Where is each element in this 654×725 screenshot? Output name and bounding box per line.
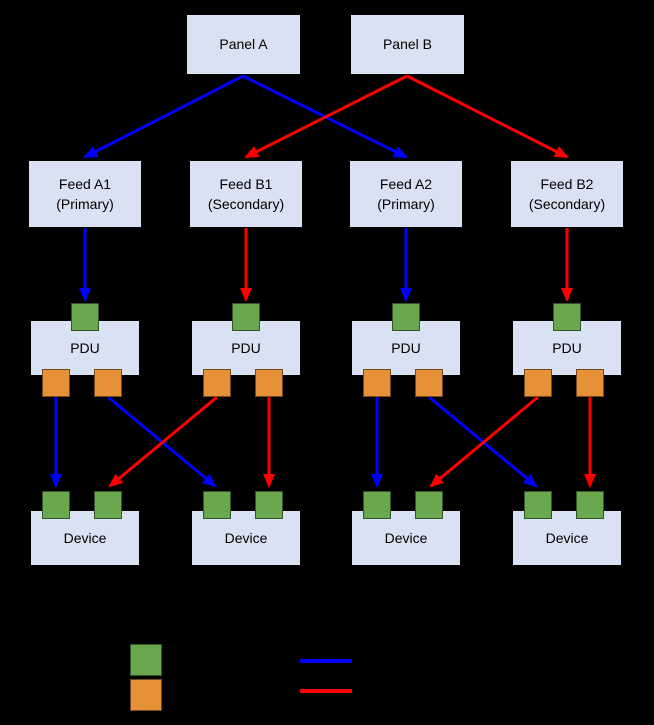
pdu-2-label: PDU	[231, 339, 261, 356]
pdu-3-label: PDU	[391, 339, 421, 356]
feed-b1-name: Feed B1	[219, 175, 273, 192]
pdu-1-input-port	[71, 303, 99, 331]
pdu-1-output-port-left	[42, 369, 70, 397]
pdu-1-output-port-right	[94, 369, 122, 397]
device-1-input-port-left	[42, 491, 70, 519]
device-4-input-port-right	[576, 491, 604, 519]
device-2-input-port-left	[203, 491, 231, 519]
device-2-node: Device	[191, 510, 301, 566]
pdu-4-output-port-right	[576, 369, 604, 397]
device-3-input-port-right	[415, 491, 443, 519]
device-1-input-port-right	[94, 491, 122, 519]
panel-a-label: Panel A	[219, 36, 268, 53]
pdu-2-input-port	[232, 303, 260, 331]
device-1-label: Device	[63, 529, 107, 546]
pdu-2-output-port-left	[203, 369, 231, 397]
feed-b2-node: Feed B2 (Secondary)	[510, 160, 624, 228]
panel-b-node: Panel B	[350, 14, 465, 75]
legend-green-port-swatch	[130, 644, 162, 676]
pdu-4-label: PDU	[552, 339, 582, 356]
device-4-node: Device	[512, 510, 622, 566]
panel-b-label: Panel B	[382, 36, 433, 53]
pdu-3-input-port	[392, 303, 420, 331]
pdu-4-output-port-left	[524, 369, 552, 397]
pdu-3-output-port-right	[415, 369, 443, 397]
wire-panel-b-to-feed-b2	[406, 74, 569, 159]
feed-a2-name: Feed A2	[379, 175, 433, 192]
device-3-input-port-left	[363, 491, 391, 519]
feed-a1-node: Feed A1 (Primary)	[28, 160, 142, 228]
feed-b1-node: Feed B1 (Secondary)	[189, 160, 303, 228]
device-2-label: Device	[224, 529, 268, 546]
pdu-1-label: PDU	[70, 339, 100, 356]
pdu-4-input-port	[553, 303, 581, 331]
feed-b1-qualifier: (Secondary)	[207, 196, 285, 212]
panel-a-node: Panel A	[186, 14, 301, 75]
device-3-node: Device	[351, 510, 461, 566]
pdu-3-output-port-left	[363, 369, 391, 397]
wire-pdu-4-to-device-3	[429, 395, 539, 488]
feed-a2-qualifier: (Primary)	[377, 196, 435, 212]
wire-panel-b-to-feed-b1	[244, 74, 408, 159]
device-3-label: Device	[384, 529, 428, 546]
feed-b2-name: Feed B2	[540, 175, 594, 192]
device-4-label: Device	[545, 529, 589, 546]
wire-pdu-2-to-device-1	[108, 395, 218, 488]
feed-a1-name: Feed A1	[58, 175, 112, 192]
device-1-node: Device	[30, 510, 140, 566]
wire-panel-a-to-feed-a1	[83, 74, 244, 159]
device-2-input-port-right	[255, 491, 283, 519]
feed-b2-qualifier: (Secondary)	[528, 196, 606, 212]
pdu-2-output-port-right	[255, 369, 283, 397]
legend-orange-port-swatch	[130, 679, 162, 711]
feed-a1-qualifier: (Primary)	[56, 196, 114, 212]
device-4-input-port-left	[524, 491, 552, 519]
feed-a2-node: Feed A2 (Primary)	[349, 160, 463, 228]
